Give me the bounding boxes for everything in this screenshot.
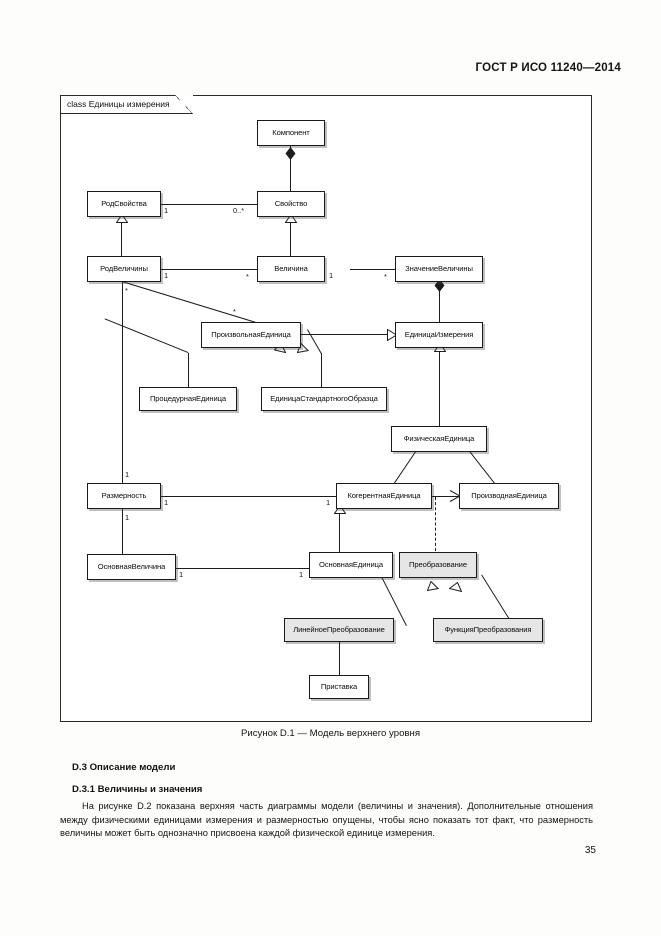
- class-box-osnovnayavelichina[interactable]: ОсновнаяВеличина: [87, 554, 176, 580]
- edge-komponent-svoystvo: [290, 146, 291, 194]
- class-box-edinicastandartnogoobrazca[interactable]: ЕдиницаСтандартногоОбразца: [261, 387, 387, 411]
- multiplicity-svoystvo: 0..*: [233, 206, 245, 215]
- inheritance-triangle-svoystvo: [284, 214, 297, 223]
- multiplicity-osnovnayavel-right: 1: [179, 570, 184, 579]
- inheritance-triangle-preobrazovanie-b: [449, 582, 462, 593]
- class-box-pristavka[interactable]: Приставка: [309, 675, 369, 699]
- class-box-osnovnayaedinica[interactable]: ОсновнаяЕдиница: [309, 552, 393, 578]
- multiplicity-razmernost-up: 1: [125, 470, 130, 479]
- multiplicity-razmernost-down: 1: [125, 513, 130, 522]
- class-box-lineynoepreobrazovanie[interactable]: ЛинейноеПреобразование: [284, 618, 394, 642]
- heading-d31: D.3.1 Величины и значения: [72, 784, 203, 795]
- inheritance-triangle-edinicaizm: [387, 328, 397, 341]
- inheritance-triangle-rodsvoystva: [115, 214, 128, 223]
- edge-procedurnaya-up: [188, 353, 189, 387]
- multiplicity-kogerentnaya-left: 1: [326, 498, 331, 507]
- edge-velichina-svoystvo: [290, 222, 291, 264]
- class-box-rodsvoystva[interactable]: РодСвойства: [87, 191, 161, 217]
- class-box-proizvodnayaedinica[interactable]: ПроизводнаяЕдиница: [459, 483, 559, 509]
- edge-proizvolnaya-edinicaizm: [301, 334, 391, 335]
- diagram-frame-label: class Единицы измерения: [61, 95, 193, 114]
- edge-procedurnaya-diag: [104, 318, 189, 353]
- edge-razmernost-kogerentnaya: [161, 496, 336, 497]
- class-box-preobrazovanie[interactable]: Преобразование: [399, 552, 477, 578]
- heading-d3: D.3 Описание модели: [72, 762, 176, 773]
- page-header: ГОСТ Р ИСО 11240—2014: [475, 62, 621, 74]
- class-box-edinicaizmereniya[interactable]: ЕдиницаИзмерения: [395, 322, 483, 348]
- edge-znachenie-down: [439, 278, 440, 338]
- edge-dependency-preobrazovanie: [435, 497, 436, 551]
- multiplicity-razmernost-right: 1: [164, 498, 169, 507]
- edge-rodvelichiny-rodsvoystva: [121, 222, 122, 264]
- multiplicity-velichina-right: 1: [329, 271, 334, 280]
- edge-standobrazca-up: [321, 353, 322, 387]
- multiplicity-velichina-left: *: [246, 272, 249, 281]
- edge-rodvelichiny-razmernost: [122, 278, 123, 492]
- class-box-znachenievelichiny[interactable]: ЗначениеВеличины: [395, 256, 483, 282]
- class-box-rodvelichiny[interactable]: РодВеличины: [87, 256, 161, 282]
- class-box-fizicheskayaedinica[interactable]: ФизическаяЕдиница: [391, 426, 487, 452]
- edge-kogerentnaya-proizvodnaya: [411, 496, 459, 497]
- multiplicity-rodvelichiny-down: *: [125, 286, 128, 295]
- edge-rodvelichiny-velichina: [161, 269, 290, 270]
- edge-fizicheskaya-edinicaizm: [439, 352, 440, 426]
- edge-rodsvoystva-svoystvo: [161, 204, 290, 205]
- inheritance-triangle-preobrazovanie-a: [427, 581, 439, 591]
- figure-caption: Рисунок D.1 — Модель верхнего уровня: [240, 728, 421, 739]
- class-box-kogerentnayaedinica[interactable]: КогерентнаяЕдиница: [336, 483, 432, 509]
- multiplicity-rodvelichiny-right: 1: [164, 271, 169, 280]
- multiplicity-znachenie-left: *: [384, 272, 387, 281]
- class-box-procedurnayaedinica[interactable]: ПроцедурнаяЕдиница: [139, 387, 237, 411]
- class-box-velichina[interactable]: Величина: [257, 256, 325, 282]
- edge-pristavka-lineynoe: [339, 642, 340, 675]
- multiplicity-rodsvoystva: 1: [164, 206, 169, 215]
- body-paragraph: На рисунке D.2 показана верхняя часть ди…: [60, 800, 593, 841]
- body-paragraph-text: На рисунке D.2 показана верхняя часть ди…: [60, 801, 593, 839]
- edge-razmernost-osnovnayavel: [122, 505, 123, 554]
- edge-standobrazca-diag: [307, 329, 322, 354]
- multiplicity-proizvolnaya-up: *: [233, 307, 236, 316]
- class-box-svoystvo[interactable]: Свойство: [257, 191, 325, 217]
- multiplicity-osnovnayaed-left: 1: [299, 570, 304, 579]
- page-number: 35: [584, 845, 596, 856]
- composition-diamond-komponent: [285, 146, 296, 161]
- inheritance-triangle-kogerentnaya: [333, 505, 346, 514]
- class-box-proizvolnayaedinica[interactable]: ПроизвольнаяЕдиница: [201, 322, 301, 348]
- class-box-komponent[interactable]: Компонент: [257, 120, 325, 146]
- class-box-razmernost[interactable]: Размерность: [87, 483, 161, 509]
- class-box-funkciyapreobrazovaniya[interactable]: ФункцияПреобразования: [433, 618, 543, 642]
- composition-diamond-znachenie: [434, 278, 445, 293]
- edge-osnovnayaed-kogerentnaya: [339, 514, 340, 552]
- edge-osnovnayavel-osnovnayaed: [176, 568, 309, 569]
- uml-diagram-frame: class Единицы измерения: [60, 95, 592, 722]
